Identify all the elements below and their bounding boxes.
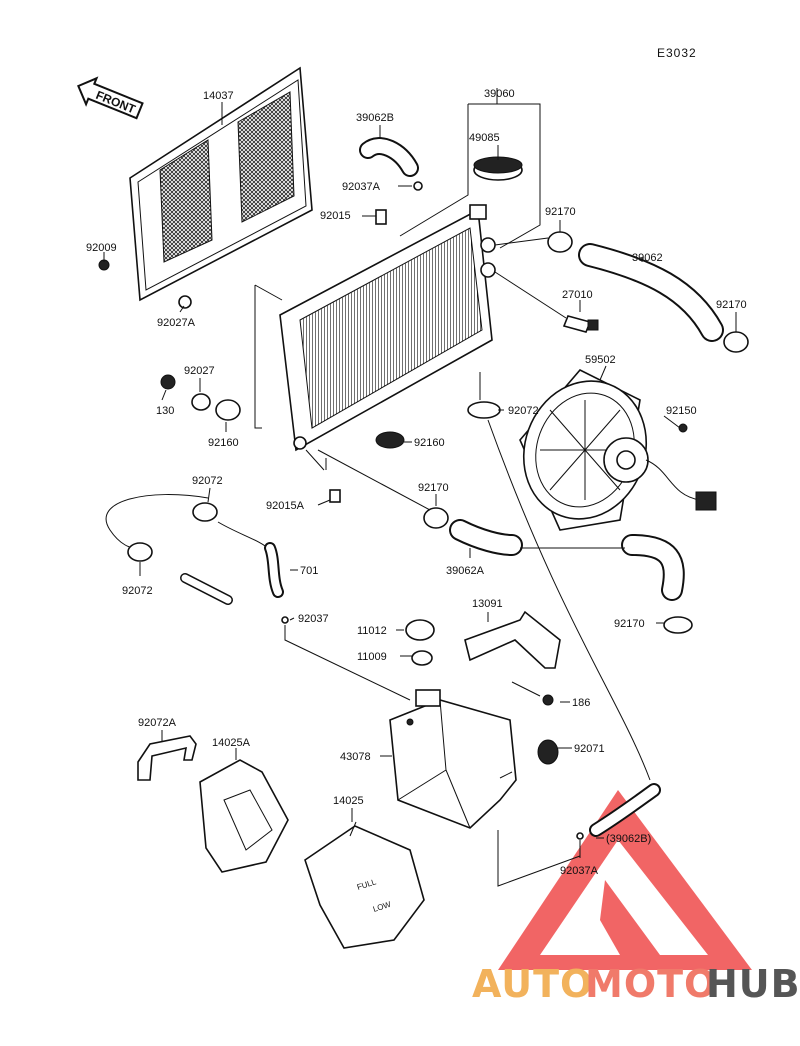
- part-label-39060: 39060: [484, 88, 515, 100]
- part-label-92160-b: 92160: [414, 437, 445, 449]
- part-label-92072-a: 92072: [508, 405, 539, 417]
- part-label-92037A-top: 92037A: [342, 181, 381, 193]
- part-label-14025: 14025: [333, 795, 364, 807]
- diagram-code: E3032: [657, 46, 697, 60]
- radiator-screen: [98, 66, 313, 309]
- hose-39062A: [449, 519, 685, 601]
- watermark-moto: MOTO: [585, 962, 717, 1006]
- radiator-cap: [473, 156, 523, 181]
- part-label-13091: 13091: [472, 598, 503, 610]
- part-label-92015: 92015: [320, 210, 351, 222]
- part-label-92027: 92027: [184, 365, 215, 377]
- part-label-11012: 11012: [357, 625, 387, 637]
- part-label-92170-d: 92170: [614, 618, 645, 630]
- part-label-92037: 92037: [298, 613, 329, 625]
- part-label-92170-b: 92170: [716, 299, 747, 311]
- part-label-130: 130: [156, 405, 174, 417]
- part-label-186: 186: [572, 697, 590, 709]
- part-label-14025A: 14025A: [212, 737, 251, 749]
- tank-cover: FULL LOW: [304, 821, 425, 949]
- part-label-39062A: 39062A: [446, 565, 485, 577]
- watermark-triangle-inner: [540, 840, 708, 955]
- hose-39062: [578, 243, 724, 342]
- part-label-92009: 92009: [86, 242, 117, 254]
- watermark-auto: AUTO: [472, 962, 593, 1006]
- part-labels: 14037 39060 39062B 49085 92037A 92015 92…: [86, 88, 747, 877]
- fan-switch: [562, 315, 599, 333]
- part-label-92072A: 92072A: [138, 717, 177, 729]
- part-label-701: 701: [300, 565, 318, 577]
- part-label-92072-c: 92072: [122, 585, 153, 597]
- part-label-59502: 59502: [585, 354, 616, 366]
- part-label-92170-a: 92170: [545, 206, 576, 218]
- part-label-27010: 27010: [562, 289, 593, 301]
- part-label-92170-c: 92170: [418, 482, 449, 494]
- part-label-92160-a: 92160: [208, 437, 239, 449]
- part-label-92027A: 92027A: [157, 317, 196, 329]
- part-label-92150: 92150: [666, 405, 697, 417]
- cooling-fan: [519, 369, 717, 531]
- part-label-49085: 49085: [469, 132, 500, 144]
- part-label-43078: 43078: [340, 751, 371, 763]
- part-label-39062: 39062: [632, 252, 663, 264]
- part-label-92071: 92071: [574, 743, 605, 755]
- part-label-92037A-bottom: 92037A: [560, 865, 599, 877]
- watermark-hub: HUB: [706, 962, 800, 1006]
- part-label-92015A: 92015A: [266, 500, 305, 512]
- part-label-11009: 11009: [357, 651, 387, 663]
- part-label-39062B: 39062B: [356, 112, 394, 124]
- part-label-39062B-ref: (39062B): [606, 833, 651, 845]
- watermark-logo: AUTO MOTO HUB: [472, 790, 800, 1006]
- reserve-tank: [389, 689, 517, 829]
- radiator: [279, 204, 496, 503]
- front-arrow: FRONT: [77, 76, 144, 120]
- part-label-14037: 14037: [203, 90, 234, 102]
- part-label-92072-b: 92072: [192, 475, 223, 487]
